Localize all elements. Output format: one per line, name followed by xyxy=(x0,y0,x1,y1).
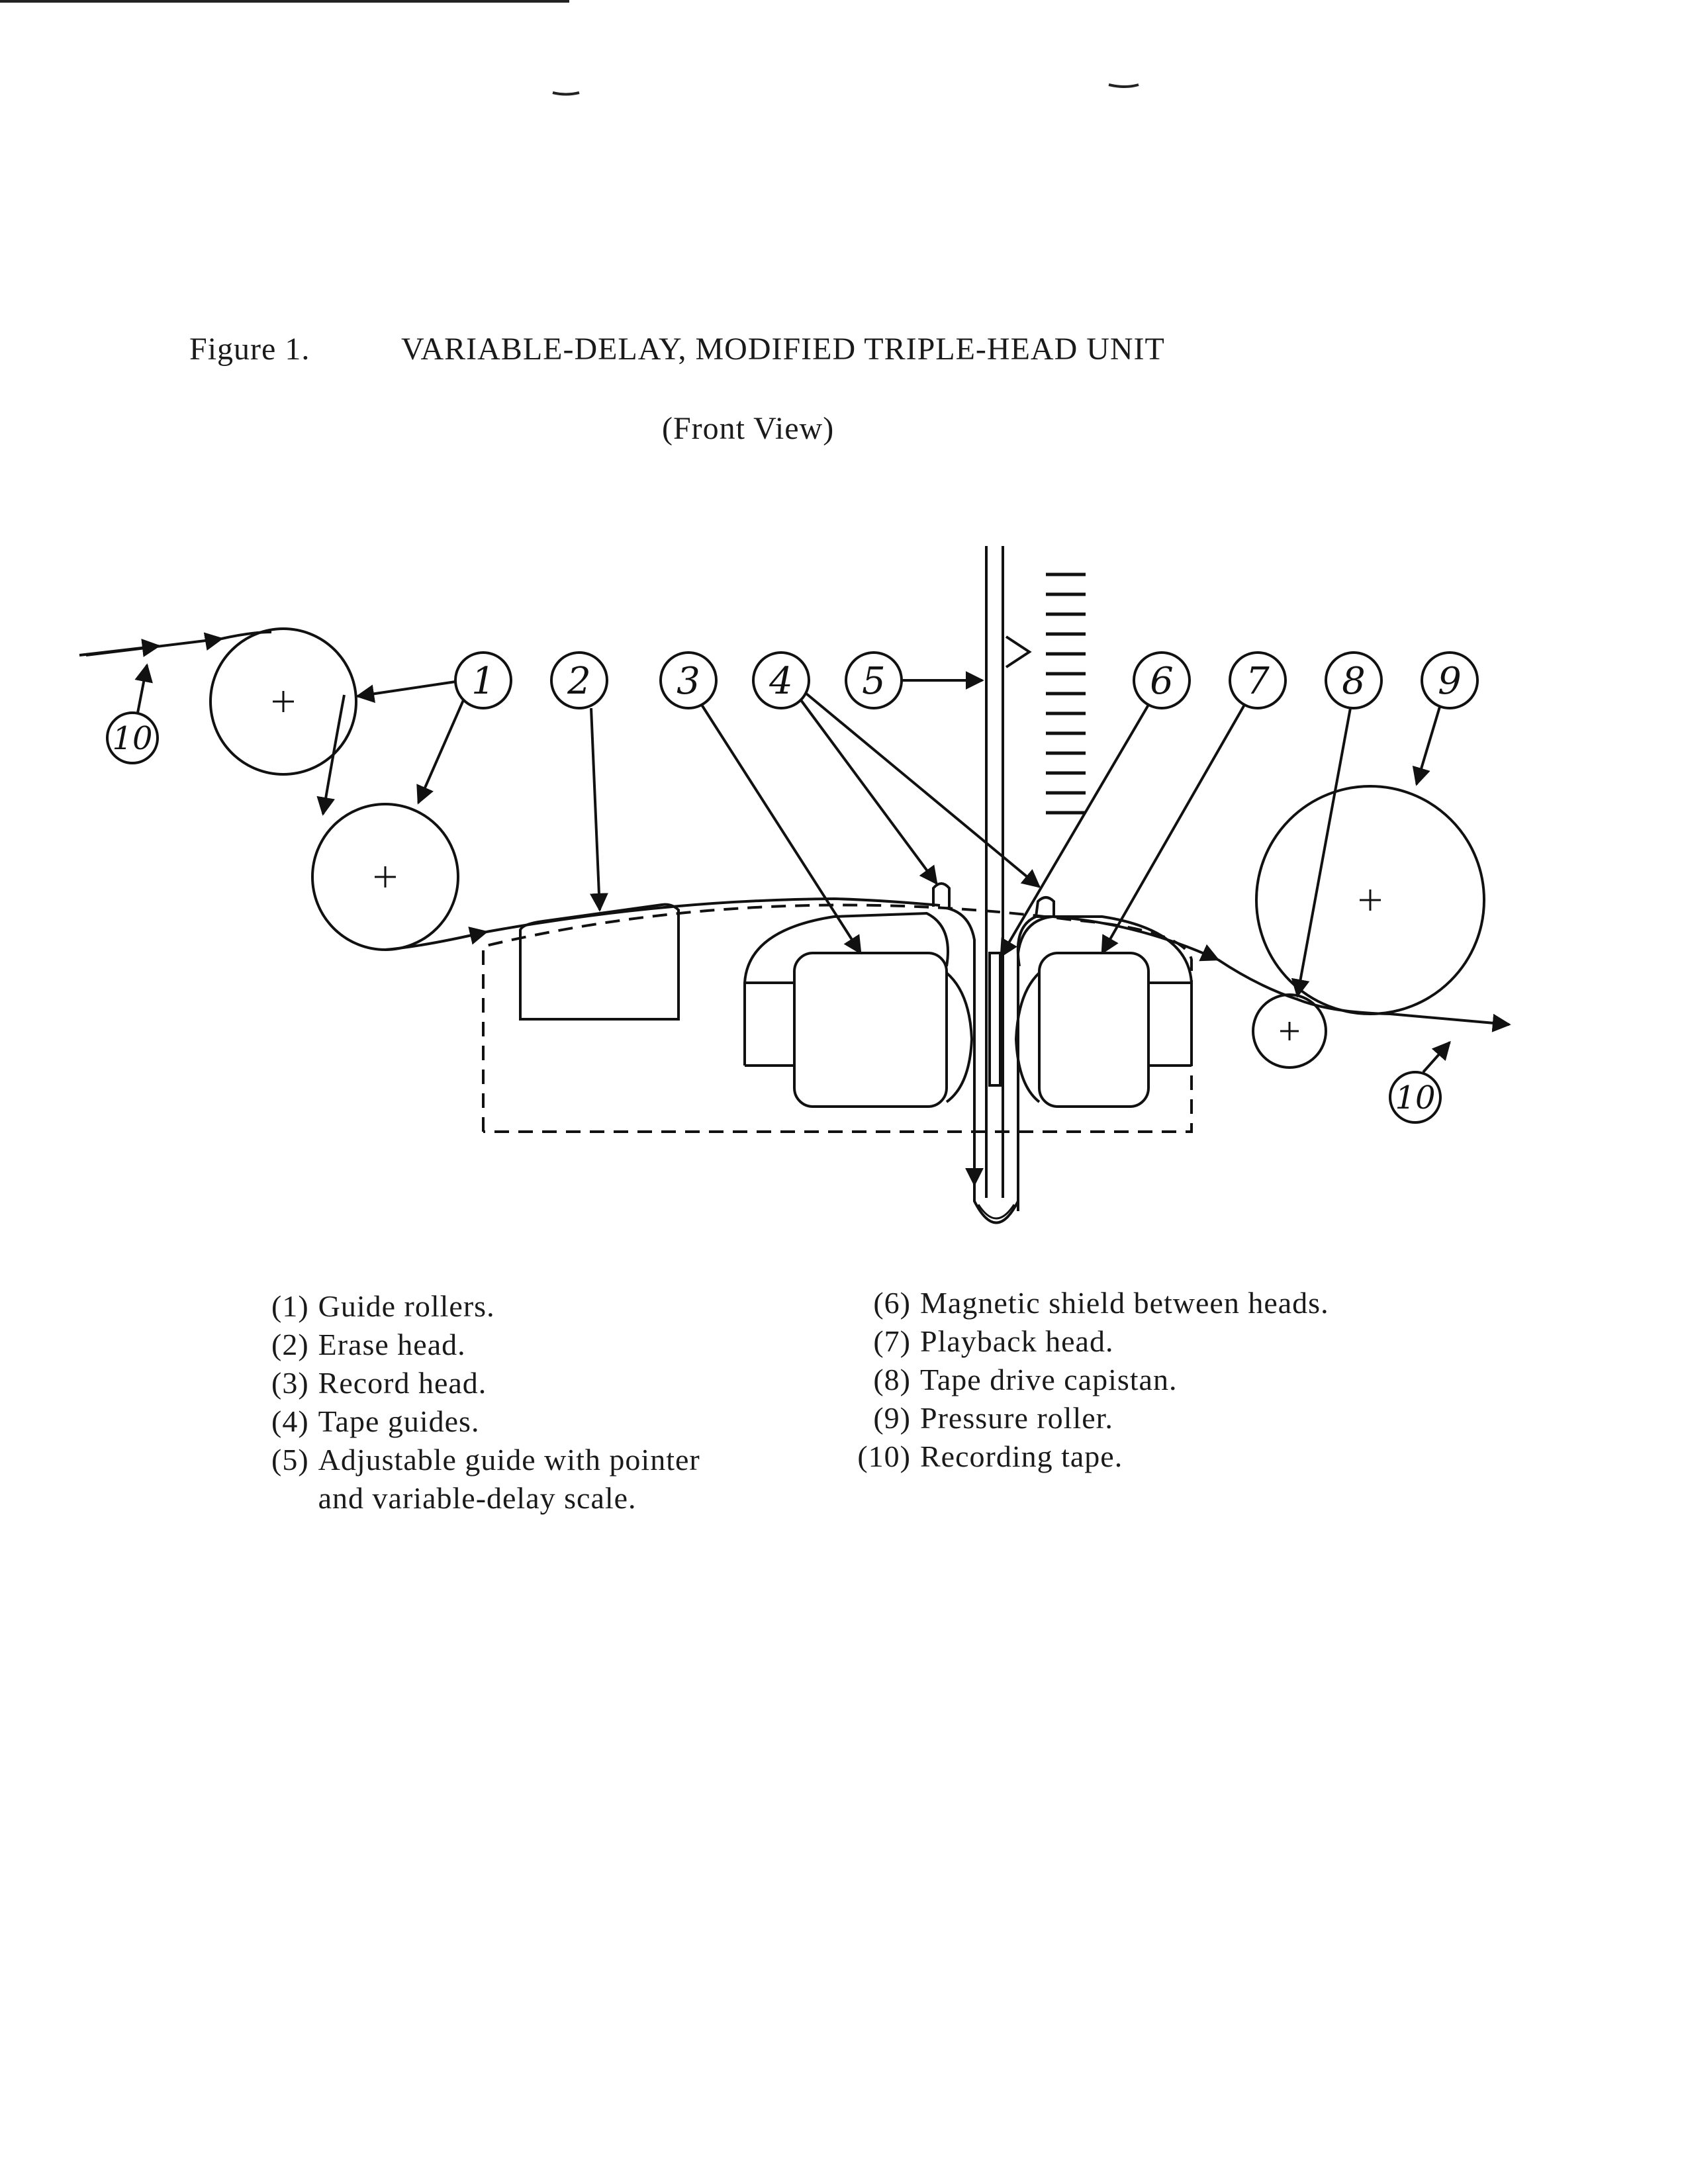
legend-number: (3) xyxy=(271,1366,309,1400)
legend-description: Guide rollers. xyxy=(318,1289,495,1323)
callout-10-right xyxy=(1389,1040,1451,1124)
dashed-housing xyxy=(482,903,1193,1133)
legend-item: (7) Playback head. xyxy=(854,1322,1516,1361)
tape-guide-left xyxy=(932,882,951,908)
callout-label-2: 2 xyxy=(567,660,591,703)
callout-9 xyxy=(1412,651,1479,786)
legend-number: (2) xyxy=(271,1328,309,1361)
legend-description: Recording tape. xyxy=(920,1439,1123,1473)
legend-description: Tape guides. xyxy=(318,1404,480,1438)
tape-drive-capstan xyxy=(1252,993,1327,1069)
callout-label-10-right: 10 xyxy=(1395,1079,1435,1116)
guide-pointer xyxy=(1005,635,1032,668)
legend-item: (2) Erase head. xyxy=(271,1326,735,1364)
adjustable-guide xyxy=(973,546,1019,1224)
legend-description: Playback head. xyxy=(920,1324,1114,1358)
legend-number: (5) xyxy=(271,1443,309,1477)
callout-label-9: 9 xyxy=(1438,660,1462,703)
legend-number: (9) xyxy=(873,1401,911,1435)
callout-1 xyxy=(355,651,512,805)
figure-subtitle: (Front View) xyxy=(662,411,835,446)
guide-roller-lower xyxy=(311,803,459,951)
legend-left-column: (1) Guide rollers. (2) Erase head. (3) Record… xyxy=(271,1287,735,1518)
callout-label-3: 3 xyxy=(677,660,700,703)
callout-2 xyxy=(550,651,608,912)
callout-label-10-left: 10 xyxy=(112,720,152,757)
callout-7 xyxy=(1101,651,1287,955)
callout-4 xyxy=(752,651,1041,888)
legend-item: (9) Pressure roller. xyxy=(854,1399,1516,1437)
callout-label-5: 5 xyxy=(862,660,886,703)
tape-guide-right xyxy=(1035,896,1055,917)
figure-title-text: VARIABLE-DELAY, MODIFIED TRIPLE-HEAD UNI… xyxy=(401,332,1165,367)
callout-5 xyxy=(845,651,984,709)
legend-item: (8) Tape drive capistan. xyxy=(854,1361,1516,1399)
top-edge-rule xyxy=(0,0,569,3)
callout-8 xyxy=(1291,651,1383,998)
legend-number: (6) xyxy=(873,1286,911,1320)
magnetic-shield xyxy=(988,952,1002,1087)
legend-number: (7) xyxy=(873,1324,911,1358)
legend-right-column: (6) Magnetic shield between heads. (7) Play… xyxy=(854,1284,1516,1476)
legend-description: Tape drive capistan. xyxy=(920,1363,1178,1396)
legend-item: (6) Magnetic shield between heads. xyxy=(854,1284,1516,1322)
callout-label-7: 7 xyxy=(1246,660,1270,703)
legend-description: Magnetic shield between heads. xyxy=(920,1286,1329,1320)
callout-label-1: 1 xyxy=(471,660,495,703)
callout-label-4: 4 xyxy=(769,660,793,703)
callout-6 xyxy=(1000,651,1191,958)
figure-label: Figure 1. xyxy=(189,332,310,367)
callout-10-left xyxy=(106,663,159,764)
callout-3 xyxy=(659,651,862,955)
recording-tape-path xyxy=(79,631,1511,1211)
legend-description: Pressure roller. xyxy=(920,1401,1113,1435)
legend-description: Adjustable guide with pointer and variab… xyxy=(318,1443,700,1515)
legend-item: (10) Recording tape. xyxy=(854,1437,1516,1476)
legend-number: (10) xyxy=(857,1439,911,1473)
legend-number: (8) xyxy=(873,1363,911,1396)
callout-label-6: 6 xyxy=(1150,660,1174,703)
figure-title: Figure 1. VARIABLE-DELAY, MODIFIED TRIPLE… xyxy=(189,331,1165,367)
legend-number: (1) xyxy=(271,1289,309,1323)
pressure-roller xyxy=(1255,785,1485,1015)
legend-item: (1) Guide rollers. xyxy=(271,1287,735,1326)
legend-item: (5) Adjustable guide with pointer and var… xyxy=(271,1441,735,1518)
legend-item: (3) Record head. xyxy=(271,1364,735,1402)
legend-description: Erase head. xyxy=(318,1328,466,1361)
legend-item: (4) Tape guides. xyxy=(271,1402,735,1441)
decorative-marks xyxy=(552,83,1139,96)
legend-description: Record head. xyxy=(318,1366,487,1400)
record-head xyxy=(743,911,974,1108)
legend-number: (4) xyxy=(271,1404,309,1438)
callout-label-8: 8 xyxy=(1342,660,1366,703)
variable-delay-scale xyxy=(1046,572,1086,815)
playback-head xyxy=(1014,915,1193,1108)
